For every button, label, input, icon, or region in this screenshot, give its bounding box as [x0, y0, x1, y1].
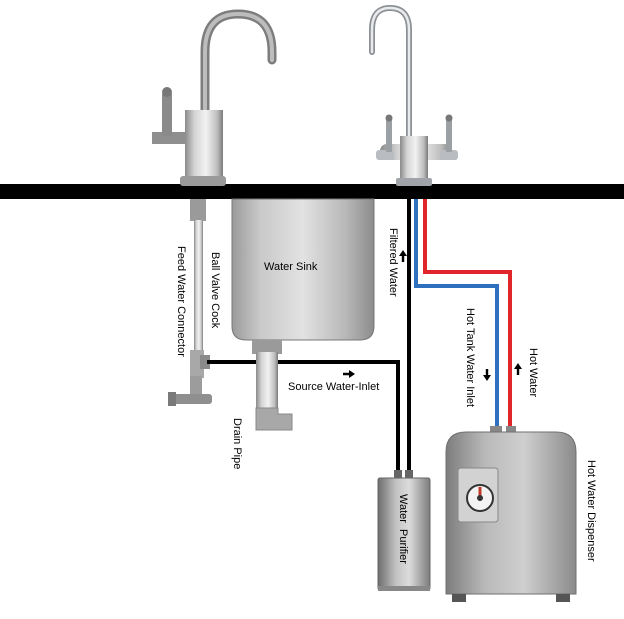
left-faucet: [152, 9, 277, 186]
hot-water-dispenser: [445, 426, 577, 602]
hot-tank-water-inlet-label: Hot Tank Water Inlet: [464, 308, 476, 407]
countertop: [0, 184, 624, 199]
source-water-inlet-label: Source Water-Inlet: [288, 381, 379, 393]
hot-water-dispenser-label: Hot Water Dispenser: [585, 460, 597, 562]
water-sink: [231, 198, 375, 431]
feed-water-connector: [168, 199, 212, 406]
ball-valve-cock-label: Ball Valve Cock: [209, 252, 221, 329]
hot-tank-inlet-line: [414, 199, 499, 432]
right-faucet: [369, 4, 458, 186]
temperature-dial-icon: [466, 484, 494, 512]
hot-water-line: [423, 199, 512, 432]
water-purifier-label: Water Purifier: [397, 494, 409, 564]
water-purifier: [377, 470, 431, 591]
down-arrow-icon: [483, 369, 491, 381]
up-arrow-icon: [514, 363, 522, 375]
right-arrow-icon: [343, 370, 355, 378]
drain-pipe-label: Drain Pipe: [231, 418, 243, 469]
filtered-water-label: Filtered Water: [387, 228, 399, 297]
feed-water-connector-label: Feed Water Connector: [175, 246, 187, 357]
up-arrow-icon: [399, 250, 407, 262]
hot-water-label: Hot Water: [527, 348, 539, 397]
water-sink-label: Water Sink: [264, 261, 318, 273]
